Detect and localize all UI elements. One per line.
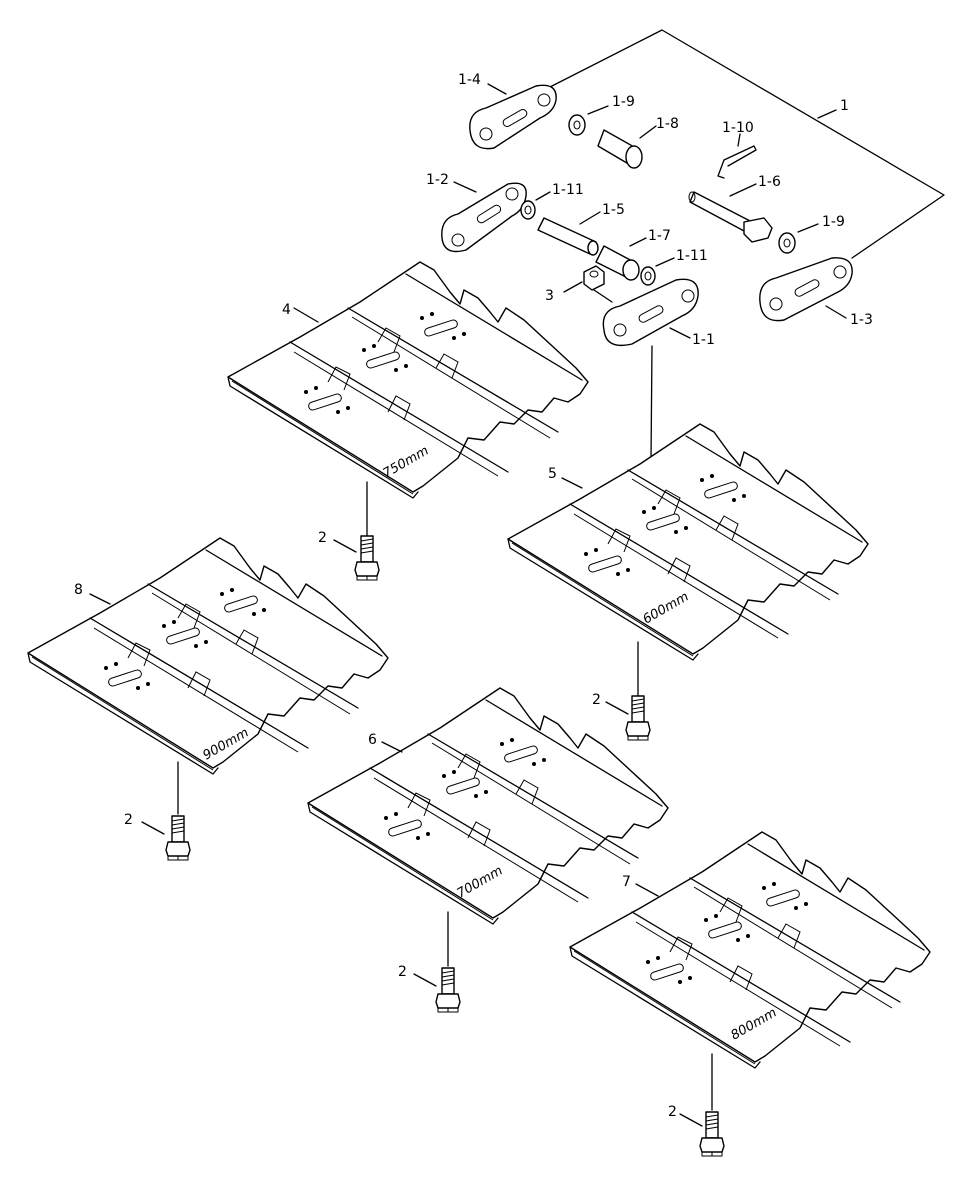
track-shoe-8 bbox=[27, 537, 389, 775]
lock-pin-1-10 bbox=[717, 145, 757, 179]
label-shoe-4: 4 bbox=[282, 302, 291, 318]
washer-1-11-top bbox=[520, 200, 536, 220]
label-1-9-top: 1-9 bbox=[612, 94, 635, 110]
track-shoe-6 bbox=[307, 687, 669, 925]
nut-3 bbox=[583, 265, 605, 291]
pin-1-5 bbox=[537, 217, 599, 256]
link-1-1 bbox=[602, 278, 699, 347]
bushing-1-7 bbox=[595, 245, 640, 281]
label-1-4: 1-4 bbox=[458, 72, 481, 88]
label-1-5: 1-5 bbox=[602, 202, 625, 218]
link-1-3 bbox=[759, 257, 853, 322]
washer-1-9-top bbox=[568, 114, 586, 136]
bolt-2-c bbox=[165, 815, 191, 861]
label-assembly: 1 bbox=[840, 98, 849, 114]
label-shoe-6: 6 bbox=[368, 732, 377, 748]
link-1-4 bbox=[469, 84, 557, 150]
label-1-7: 1-7 bbox=[648, 228, 671, 244]
master-pin-1-6 bbox=[688, 191, 773, 243]
label-1-9-right: 1-9 bbox=[822, 214, 845, 230]
label-1-3: 1-3 bbox=[850, 312, 873, 328]
label-1-1: 1-1 bbox=[692, 332, 715, 348]
label-shoe-8: 8 bbox=[74, 582, 83, 598]
link-1-2 bbox=[441, 182, 527, 253]
washer-1-11-bottom bbox=[640, 266, 656, 286]
track-shoe-5 bbox=[507, 423, 869, 661]
label-1-8: 1-8 bbox=[656, 116, 679, 132]
bolt-2-a bbox=[354, 535, 380, 581]
bushing-1-8 bbox=[597, 129, 643, 169]
label-1-10: 1-10 bbox=[722, 120, 754, 136]
label-shoe-7: 7 bbox=[622, 874, 631, 890]
bolt-2-b bbox=[625, 695, 651, 741]
label-1-2: 1-2 bbox=[426, 172, 449, 188]
label-bolt-b: 2 bbox=[592, 692, 601, 708]
label-1-6: 1-6 bbox=[758, 174, 781, 190]
label-shoe-5: 5 bbox=[548, 466, 557, 482]
label-bolt-d: 2 bbox=[398, 964, 407, 980]
label-bolt-c: 2 bbox=[124, 812, 133, 828]
bolt-2-d bbox=[435, 967, 461, 1013]
label-1-11-top: 1-11 bbox=[552, 182, 584, 198]
label-bolt-e: 2 bbox=[668, 1104, 677, 1120]
assembly-bracket bbox=[547, 29, 945, 259]
label-bolt-a: 2 bbox=[318, 530, 327, 546]
washer-1-9-right bbox=[778, 232, 796, 254]
label-1-11-bottom: 1-11 bbox=[676, 248, 708, 264]
label-3: 3 bbox=[545, 288, 554, 304]
bolt-2-e bbox=[699, 1111, 725, 1157]
